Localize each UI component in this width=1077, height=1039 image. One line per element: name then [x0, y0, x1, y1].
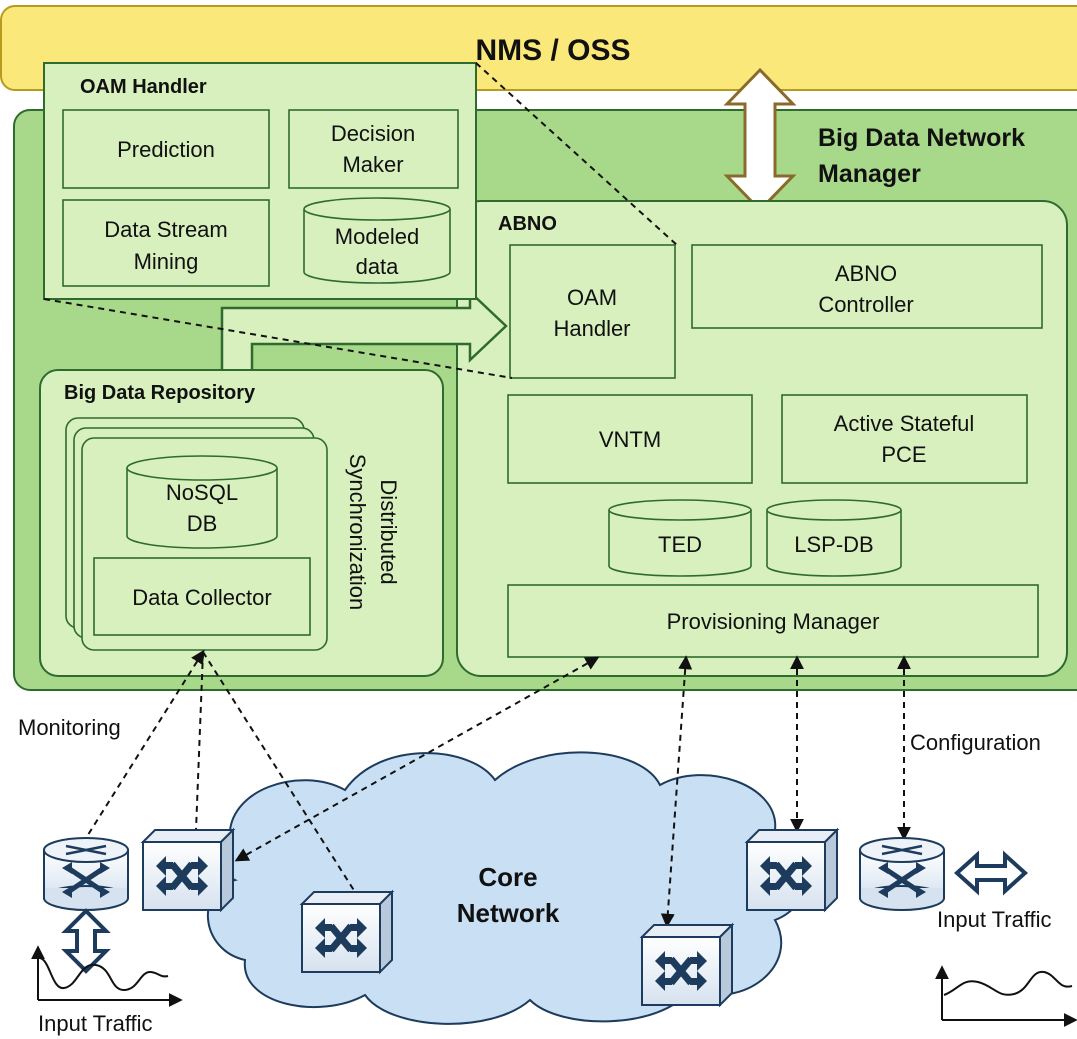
mining-line2: Mining — [134, 249, 199, 274]
abno-oam-handler-box[interactable] — [509, 244, 676, 379]
provisioning-link-switch-left — [234, 656, 600, 862]
ted-database[interactable] — [608, 499, 752, 577]
input-traffic-plot-right — [935, 965, 1077, 1027]
monitoring-link-switch-left — [195, 651, 204, 831]
mining-line1: Data Stream — [104, 217, 228, 242]
edge-router-right-icon[interactable] — [860, 838, 944, 910]
bdnm-title-line2: Manager — [818, 160, 921, 188]
pce-line1: Active Stateful — [834, 411, 975, 436]
provisioning-manager-label: Provisioning Manager — [667, 609, 880, 634]
core-switch-right-icon[interactable] — [747, 830, 837, 910]
input-traffic-left-label: Input Traffic — [38, 1011, 153, 1036]
core-line1: Core — [478, 862, 537, 892]
core-switch-left-icon[interactable] — [143, 830, 233, 910]
zoom-line-top — [475, 62, 679, 247]
active-stateful-pce-box[interactable] — [781, 394, 1028, 484]
repository-to-oam-arrow — [220, 289, 508, 370]
input-traffic-arrow-left-icon — [61, 908, 111, 974]
input-traffic-plot-left — [31, 945, 183, 1007]
oam-zoom-title: OAM Handler — [80, 76, 207, 98]
bdnm-title-line1: Big Data Network — [818, 124, 1025, 152]
modeled-data-database[interactable] — [303, 197, 451, 284]
abno-controller-box[interactable] — [691, 244, 1043, 329]
vntm-box[interactable] — [507, 394, 753, 484]
provisioning-manager-box[interactable] — [507, 584, 1039, 658]
core-line2: Network — [457, 898, 560, 928]
provisioning-link-switch-bottom — [660, 655, 693, 928]
decision-maker-box[interactable] — [288, 109, 459, 189]
configuration-label: Configuration — [910, 730, 1041, 755]
lsp-db-label: LSP-DB — [794, 532, 873, 557]
data-collector-label: Data Collector — [132, 585, 271, 610]
abno-oam-line2: Handler — [553, 316, 630, 341]
nosql-db-database[interactable] — [126, 455, 278, 549]
input-traffic-right-label: Input Traffic — [937, 907, 1052, 932]
sync-line2: Synchronization — [345, 454, 370, 611]
input-traffic-arrow-right-icon — [954, 850, 1028, 896]
abno-controller-line2: Controller — [818, 292, 913, 317]
monitoring-label: Monitoring — [18, 715, 121, 740]
pce-line2: PCE — [881, 442, 926, 467]
decision-line2: Maker — [342, 152, 403, 177]
sync-line1: Distributed — [376, 479, 401, 584]
repository-title: Big Data Repository — [64, 382, 256, 404]
lsp-db-database[interactable] — [766, 499, 902, 577]
nosql-line1: NoSQL — [166, 480, 238, 505]
prediction-label: Prediction — [117, 137, 215, 162]
core-switch-bottom-right-icon[interactable] — [642, 925, 732, 1005]
abno-title: ABNO — [498, 213, 557, 235]
modeled-line2: data — [356, 254, 400, 279]
data-collector-box[interactable] — [93, 557, 311, 636]
monitoring-link-router-left — [85, 649, 205, 839]
nms-oss-label: NMS / OSS — [475, 34, 630, 67]
vntm-label: VNTM — [599, 427, 661, 452]
abno-controller-line1: ABNO — [835, 261, 897, 286]
ted-label: TED — [658, 532, 702, 557]
edge-router-left-icon[interactable] — [44, 838, 128, 910]
zoom-line-bottom — [43, 298, 513, 379]
modeled-line1: Modeled — [335, 224, 419, 249]
data-stream-mining-box[interactable] — [62, 199, 270, 287]
nosql-line2: DB — [187, 511, 218, 536]
abno-oam-line1: OAM — [567, 285, 617, 310]
prediction-box[interactable] — [62, 109, 270, 189]
core-switch-bottom-left-icon[interactable] — [302, 892, 392, 972]
decision-line1: Decision — [331, 121, 415, 146]
